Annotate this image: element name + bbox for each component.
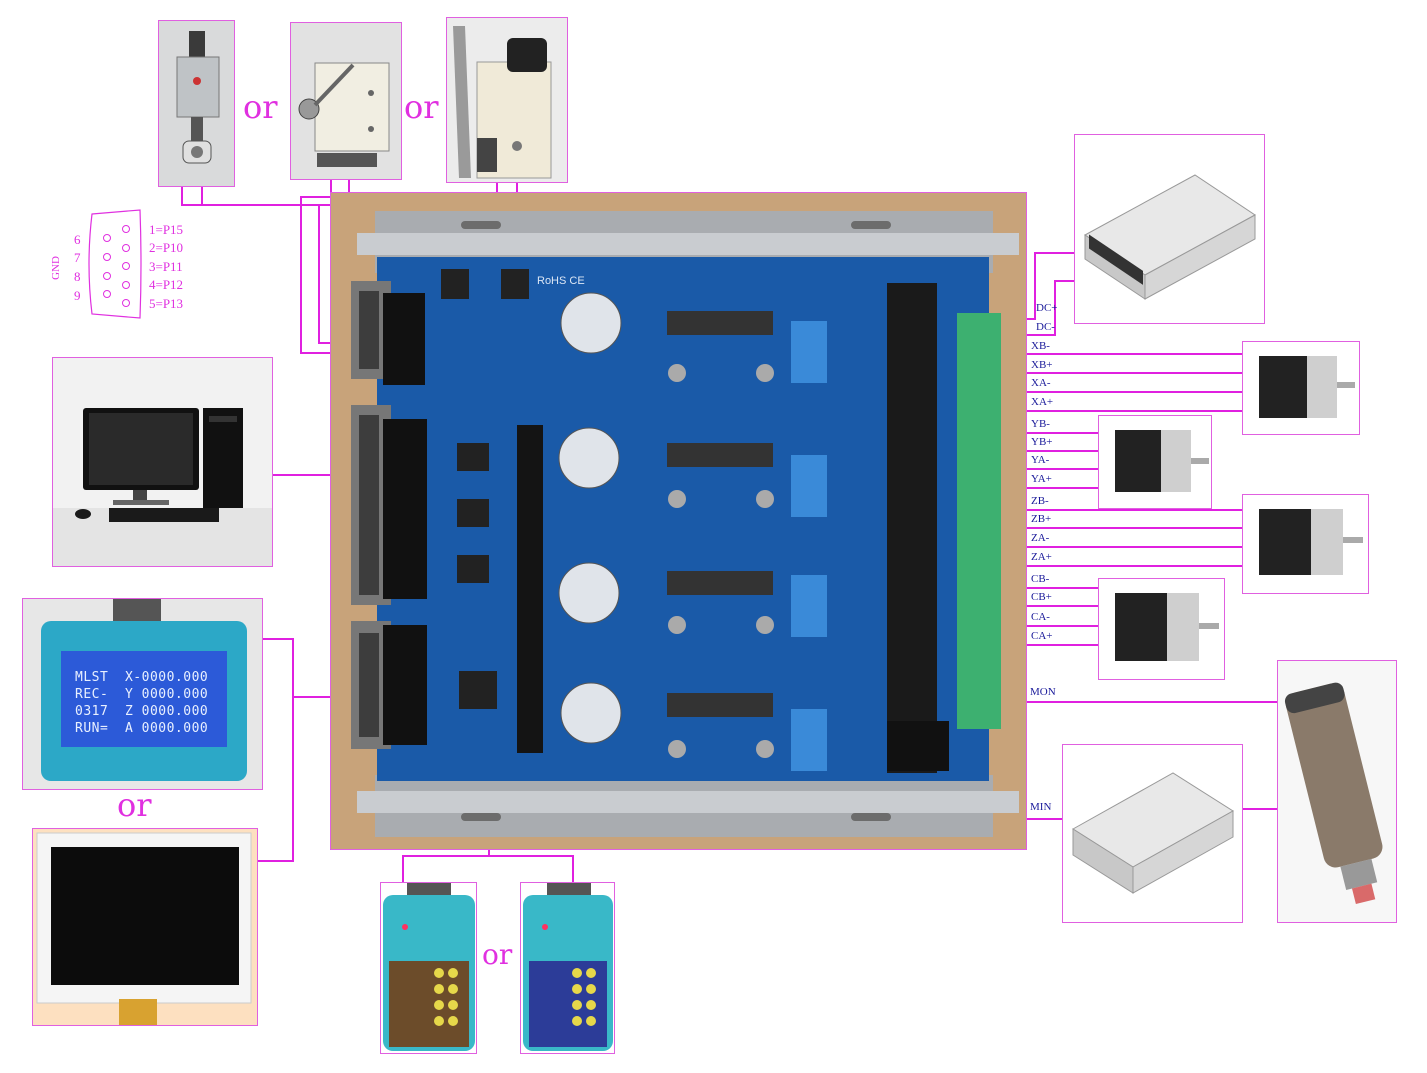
- handheld-pendant-yellow: [380, 882, 477, 1054]
- label-cb-minus: CB-: [1031, 573, 1050, 585]
- label-xa-minus: XA-: [1031, 377, 1051, 389]
- label-yb-minus: YB-: [1031, 418, 1050, 430]
- stepper-motor-z: [1242, 494, 1369, 594]
- limit-switch-roller-lever: [158, 20, 235, 187]
- label-zb-minus: ZB-: [1031, 495, 1049, 507]
- cnc-controller-board-photo: RoHS CE: [330, 192, 1027, 850]
- or-label-2: or: [404, 88, 439, 126]
- stepper-motor-x: [1242, 341, 1360, 435]
- db9-map-3: 3=P11: [149, 259, 183, 274]
- label-yb-plus: YB+: [1031, 436, 1053, 448]
- db9-pin-8: 8: [74, 269, 81, 284]
- label-ca-plus: CA+: [1031, 630, 1053, 642]
- lcd-line-3: 0317 Z 0000.000: [75, 704, 209, 719]
- db9-pin-6: 6: [74, 232, 81, 247]
- label-mon: MON: [1030, 686, 1056, 698]
- lcd-display-module: MLST X-0000.000 REC- Y 0000.000 0317 Z 0…: [22, 598, 263, 790]
- db9-map-2: 2=P10: [149, 240, 184, 255]
- label-ya-plus: YA+: [1031, 473, 1052, 485]
- lcd-line-1: MLST X-0000.000: [75, 670, 209, 685]
- label-xa-plus: XA+: [1031, 396, 1054, 408]
- desktop-computer-photo: [52, 357, 273, 567]
- spindle-motor-photo: [1277, 660, 1397, 923]
- spindle-power-supply-photo: [1062, 744, 1243, 923]
- or-label-3: or: [117, 786, 152, 824]
- db9-pin-7: 7: [74, 250, 81, 265]
- label-ca-minus: CA-: [1031, 611, 1050, 623]
- db9-map-4: 4=P12: [149, 277, 184, 292]
- limit-switch-roller-micro: [290, 22, 402, 180]
- label-xb-plus: XB+: [1031, 359, 1053, 371]
- stepper-motor-y: [1098, 415, 1212, 509]
- db9-map-5: 5=P13: [149, 296, 184, 311]
- label-za-plus: ZA+: [1031, 551, 1052, 563]
- touch-screen-panel: [32, 828, 258, 1026]
- dc-power-supply-photo: [1074, 134, 1265, 324]
- label-min: MIN: [1030, 801, 1052, 813]
- label-dc-plus: DC+: [1036, 302, 1058, 314]
- db9-map-1: 1=P15: [149, 222, 184, 237]
- db9-pin-9: 9: [74, 288, 81, 303]
- limit-switch-plunger: [446, 17, 568, 183]
- label-zb-plus: ZB+: [1031, 513, 1052, 525]
- stepper-motor-c: [1098, 578, 1225, 680]
- handheld-pendant-blue: [520, 882, 615, 1054]
- label-dc-minus: DC-: [1036, 321, 1055, 333]
- lcd-line-2: REC- Y 0000.000: [75, 687, 209, 702]
- or-label-4: or: [482, 938, 513, 971]
- label-xb-minus: XB-: [1031, 340, 1050, 352]
- db9-gnd-label: GND: [49, 256, 62, 280]
- label-za-minus: ZA-: [1031, 532, 1050, 544]
- or-label-1: or: [243, 88, 278, 126]
- lcd-line-4: RUN= A 0000.000: [75, 721, 209, 736]
- board-silk-text: RoHS CE: [537, 275, 585, 287]
- label-ya-minus: YA-: [1031, 454, 1050, 466]
- label-cb-plus: CB+: [1031, 591, 1052, 603]
